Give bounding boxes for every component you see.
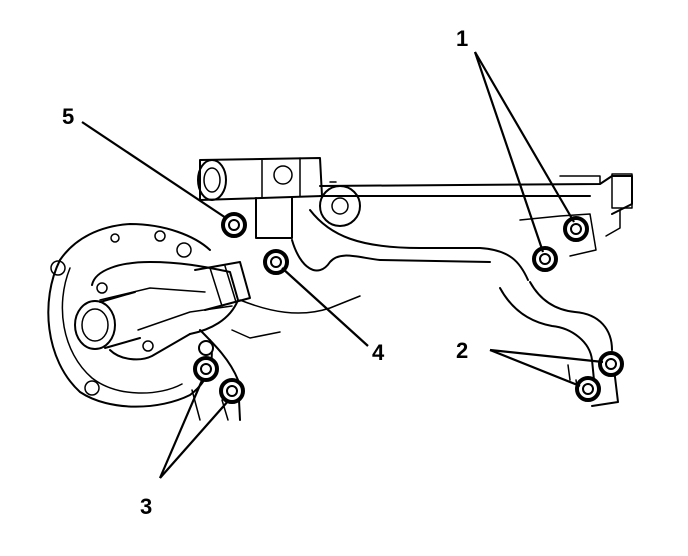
leader-4 — [281, 267, 369, 347]
bolt-1-lower — [532, 246, 558, 272]
leader-2b — [489, 348, 581, 388]
bolt-5 — [221, 212, 247, 238]
bolt-3-upper — [193, 356, 219, 382]
coolant-manifold — [197, 157, 633, 407]
leader-5 — [81, 121, 227, 219]
bolt-1-upper — [563, 216, 589, 242]
leader-3a — [158, 377, 205, 479]
bolt-2-lower — [575, 376, 601, 402]
stud-small — [198, 340, 214, 356]
leader-lines — [81, 51, 604, 479]
leader-3b — [159, 399, 230, 479]
bolt-3-lower — [219, 378, 245, 404]
callout-label-1: 1 — [456, 26, 468, 51]
leader-2a — [489, 348, 604, 364]
leader-1a — [473, 51, 545, 253]
callout-label-3: 3 — [140, 494, 152, 519]
leader-1b — [474, 51, 575, 223]
water-pump-housing — [47, 223, 251, 421]
bolt-2-upper — [598, 351, 624, 377]
callout-label-5: 5 — [62, 104, 74, 129]
callout-label-4: 4 — [372, 340, 385, 365]
callout-label-2: 2 — [456, 338, 468, 363]
bolt-4 — [263, 249, 289, 275]
